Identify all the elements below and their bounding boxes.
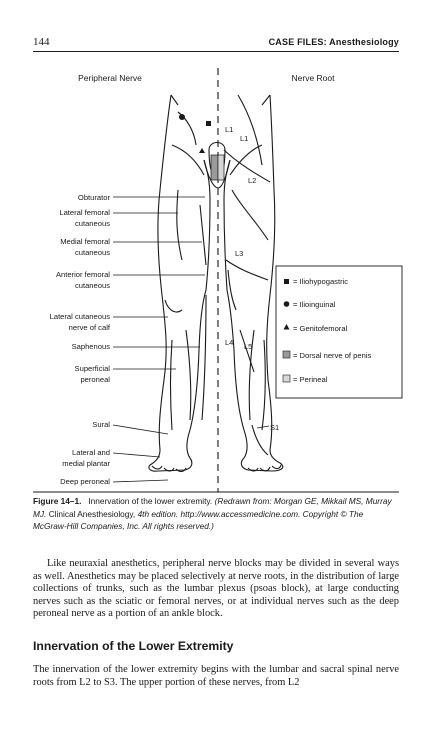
iliohypogastric-marker — [206, 121, 211, 126]
root-label-s1: S1 — [270, 423, 279, 432]
nerve-label-lcnc: Lateral cutaneous — [50, 312, 111, 321]
nerve-label-sp: Superficial — [75, 364, 111, 373]
root-label-l4: L4 — [225, 338, 233, 347]
caption-edition: 4th — [137, 508, 150, 519]
caption-source-a: (Redrawn from: Morgan GE, Mikkail MS, Mu… — [33, 496, 392, 519]
page-number: 144 — [33, 36, 50, 48]
body-paragraph-2: The innervation of the lower extremity b… — [33, 664, 399, 688]
legend-item-iliohypogastric: = Iliohypogastric — [293, 277, 348, 286]
legend-triangle-icon — [283, 324, 290, 330]
legend-gray-square-icon — [282, 350, 291, 359]
legend-box — [275, 265, 403, 399]
nerve-root-title: Nerve Root — [292, 73, 336, 83]
root-label-l2: L2 — [248, 176, 256, 185]
nerve-label-dp: Deep peroneal — [60, 477, 110, 486]
lower-extremity-figure: Peripheral Nerve Nerve Root — [33, 68, 403, 493]
nerve-label-lmp-2: medial plantar — [62, 459, 110, 468]
caption-label: Figure 14–1. — [33, 496, 82, 506]
legend-light-square-icon — [282, 374, 291, 383]
section-heading: Innervation of the Lower Extremity — [33, 639, 234, 653]
nerve-label-obturator: Obturator — [78, 193, 111, 202]
peripheral-nerve-title: Peripheral Nerve — [78, 73, 142, 83]
running-head: CASE FILES: Anesthesiology — [268, 37, 399, 47]
nerve-label-lcnc-2: nerve of calf — [69, 323, 111, 332]
caption-book: Clinical Anesthesiology, — [48, 508, 136, 519]
caption-title: Innervation of the lower extremity. — [88, 496, 213, 506]
figure-caption: Figure 14–1. Innervation of the lower ex… — [33, 495, 399, 533]
legend-square-icon — [284, 279, 289, 284]
nerve-label-mfc: Medial femoral — [60, 237, 110, 246]
caption-source-b: edition. http://www.accessmedicine.com. … — [33, 508, 364, 532]
nerve-labels: Obturator Lateral femoral cutaneous Medi… — [50, 193, 111, 486]
nerve-label-sural: Sural — [92, 420, 110, 429]
legend-item-dorsal-nerve: = Dorsal nerve of penis — [293, 351, 372, 360]
root-label-l3: L3 — [235, 249, 243, 258]
root-labels: L1 L1 L2 L3 L4 L5 S1 — [225, 125, 279, 432]
dorsal-nerve-region — [210, 154, 219, 181]
legend: = Iliohypogastric = Ilioinguinal = Genit… — [275, 265, 403, 399]
nerve-label-lfc-2: cutaneous — [75, 219, 110, 228]
legend-item-genitofemoral: = Genitofemoral — [293, 324, 348, 333]
legend-circle-icon — [283, 301, 290, 307]
ilioinguinal-marker — [179, 114, 185, 120]
nerve-label-lfc: Lateral femoral — [59, 208, 110, 217]
nerve-label-saphenous: Saphenous — [72, 342, 111, 351]
genitofemoral-marker — [199, 148, 205, 153]
root-label-l5: L5 — [244, 342, 252, 351]
header-rule — [33, 51, 399, 52]
nerve-label-sp-2: peroneal — [80, 375, 110, 384]
nerve-label-lmp: Lateral and — [72, 448, 110, 457]
leader-lines — [112, 196, 205, 483]
perineal-region — [217, 154, 225, 181]
nerve-label-afc-2: cutaneous — [75, 281, 110, 290]
root-label-l1: L1 — [225, 125, 233, 134]
legend-item-ilioinguinal: = Ilioinguinal — [293, 300, 336, 309]
s1-leader — [256, 425, 270, 429]
root-label-l1: L1 — [240, 134, 248, 143]
nerve-label-afc: Anterior femoral — [56, 270, 110, 279]
leg-outline — [148, 94, 284, 473]
body-paragraph-1: Like neuraxial anesthetics, peripheral n… — [33, 558, 399, 620]
legend-item-perineal: = Perineal — [293, 375, 328, 384]
nerve-label-mfc-2: cutaneous — [75, 248, 110, 257]
